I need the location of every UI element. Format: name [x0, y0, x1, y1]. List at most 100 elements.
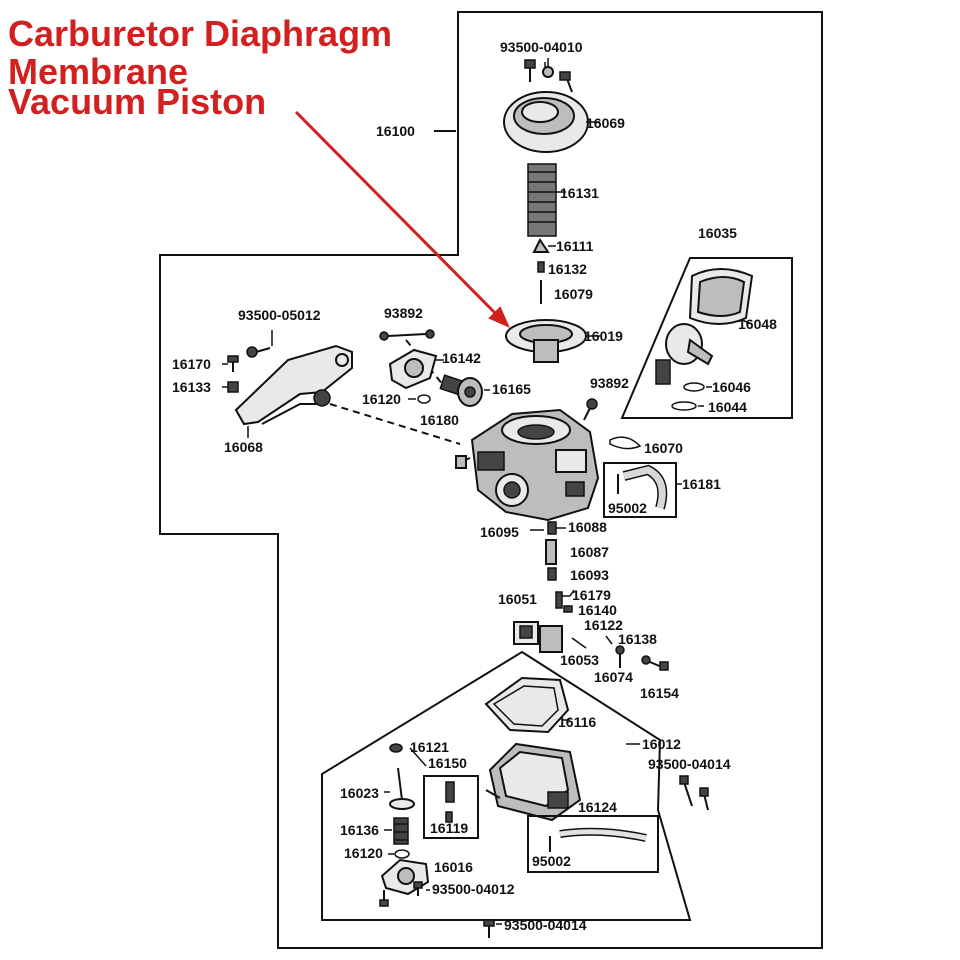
- jet-16150: [445, 781, 455, 803]
- filter-housing-16046: [655, 323, 714, 385]
- label-16069: 16069: [586, 115, 625, 131]
- label-16068: 16068: [224, 439, 263, 455]
- annotation-arrow: [294, 110, 510, 328]
- screw-16074: [615, 645, 625, 668]
- annotation-title-line-1: Carburetor Diaphragm: [8, 13, 393, 54]
- label-93500-04014-b: 93500-04014: [504, 917, 587, 933]
- annotation-title-line-3: Vacuum Piston: [8, 81, 267, 122]
- needle-16179: [555, 591, 570, 609]
- clip-16070: [609, 436, 642, 450]
- float-bowl-frame: [321, 650, 692, 921]
- label-16180: 16180: [420, 412, 459, 428]
- screws-93500-04014-a: [679, 775, 709, 811]
- label-16044: 16044: [708, 399, 747, 415]
- o-ring-16120-b: [394, 849, 410, 859]
- label-16093: 16093: [570, 567, 609, 583]
- screw-93500-04014-b: [483, 919, 495, 938]
- clip-16132: [537, 261, 545, 273]
- o-ring-16044: [671, 401, 697, 411]
- label-16119: 16119: [430, 820, 468, 836]
- label-93892-b: 93892: [590, 375, 629, 391]
- label-16133: 16133: [172, 379, 211, 395]
- label-16140: 16140: [578, 602, 617, 618]
- label-16120-b: 16120: [344, 845, 383, 861]
- label-16048: 16048: [738, 316, 777, 332]
- throttle-bracket-16068: [234, 344, 353, 426]
- hose-16181: [622, 464, 668, 510]
- hose-box-16181: [603, 462, 677, 518]
- spring-16136: [393, 817, 409, 845]
- label-16087: 16087: [570, 544, 609, 560]
- label-93500-04012: 93500-04012: [432, 881, 515, 897]
- label-16051: 16051: [498, 591, 537, 607]
- idle-screw-16165: [457, 377, 483, 407]
- label-16181: 16181: [682, 476, 721, 492]
- label-16136: 16136: [340, 822, 379, 838]
- washer-16133: [227, 381, 239, 393]
- label-16053: 16053: [560, 652, 599, 668]
- label-16138: 16138: [618, 631, 657, 647]
- carburetor-body: [455, 408, 600, 522]
- label-16023: 16023: [340, 785, 379, 801]
- diagram-frame: [159, 11, 823, 949]
- hose-box-16124: [527, 815, 659, 873]
- float-bowl-16012: [485, 742, 582, 822]
- label-16122: 16122: [584, 617, 623, 633]
- label-16154: 16154: [640, 685, 679, 701]
- screws-93500-04010: [524, 59, 573, 93]
- gasket-16116: [484, 676, 570, 734]
- label-16132: 16132: [548, 261, 587, 277]
- o-ring-16120-a: [417, 394, 431, 404]
- o-ring-16046: [683, 382, 705, 392]
- valve-16140: [563, 605, 573, 613]
- screw-16154: [641, 655, 669, 671]
- screw-16170: [227, 355, 239, 372]
- choke-16142: [388, 348, 438, 390]
- label-16150: 16150: [428, 755, 467, 771]
- air-filter-frame: [620, 257, 793, 419]
- assembly-line: [329, 403, 461, 445]
- screw-93500-05012: [246, 330, 273, 358]
- label-16179: 16179: [572, 587, 611, 603]
- label-16074: 16074: [594, 669, 633, 685]
- label-16170: 16170: [172, 356, 211, 372]
- label-16019: 16019: [584, 328, 623, 344]
- label-16070: 16070: [644, 440, 683, 456]
- jet-box-16150: [423, 775, 479, 839]
- label-93500-05012: 93500-05012: [238, 307, 321, 323]
- label-16095: 16095: [480, 524, 519, 540]
- label-95002-a: 95002: [608, 500, 647, 516]
- label-16120-a: 16120: [362, 391, 401, 407]
- label-16016: 16016: [434, 859, 473, 875]
- jet-16119: [445, 811, 453, 823]
- label-16111: 16111: [556, 238, 594, 254]
- label-93500-04010: 93500-04010: [500, 39, 583, 55]
- label-93892-a: 93892: [384, 305, 423, 321]
- annotation-title-line-2: Membrane: [8, 51, 189, 92]
- label-95002-b: 95002: [532, 853, 571, 869]
- label-16121: 16121: [410, 739, 449, 755]
- plunger-16023: [389, 767, 415, 810]
- label-16035: 16035: [698, 225, 737, 241]
- label-16100: 16100: [376, 123, 415, 139]
- diaphragm-piston-16019: [505, 319, 587, 363]
- label-93500-04014-a: 93500-04014: [648, 756, 731, 772]
- screw-93892-a: [379, 329, 435, 341]
- float-16051: [513, 621, 563, 653]
- air-filter-element-16048: [688, 268, 754, 325]
- label-16142: 16142: [442, 350, 481, 366]
- screw-16121: [389, 743, 403, 753]
- label-16124: 16124: [578, 799, 617, 815]
- cover-16016: [380, 858, 430, 896]
- screw-93892-b: [583, 398, 598, 421]
- screws-93500-04012: [379, 881, 423, 907]
- label-16012: 16012: [642, 736, 681, 752]
- label-16165: 16165: [492, 381, 531, 397]
- diaphragm-cover-16069: [503, 91, 589, 153]
- label-16088: 16088: [568, 519, 607, 535]
- jet-stack: [530, 521, 566, 581]
- label-16079: 16079: [554, 286, 593, 302]
- spring-16131: [527, 163, 557, 237]
- label-16046: 16046: [712, 379, 751, 395]
